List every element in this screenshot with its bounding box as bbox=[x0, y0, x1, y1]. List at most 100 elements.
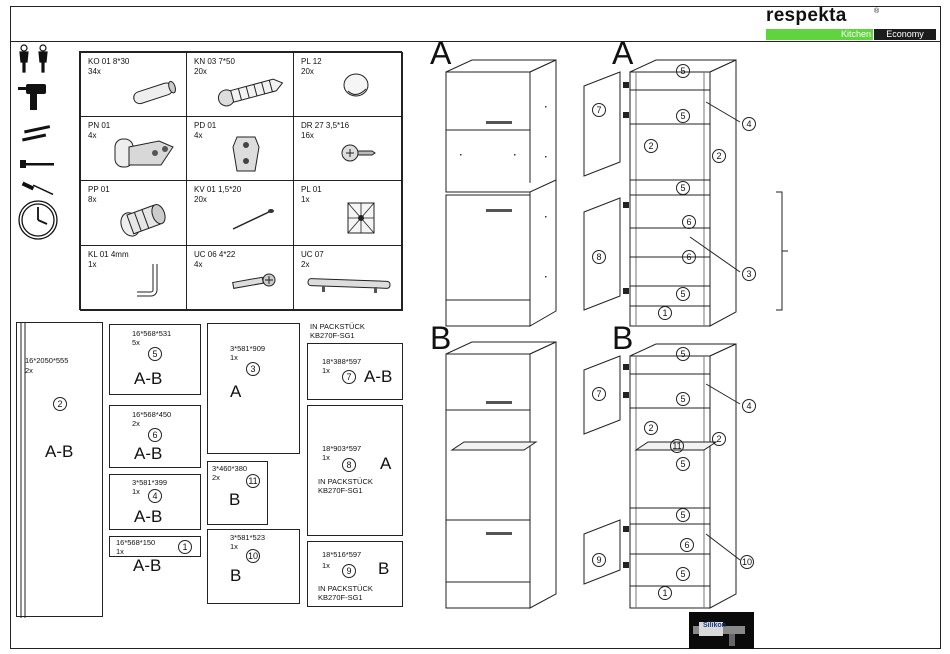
panel-qty: 1x bbox=[322, 366, 330, 375]
worker-icon bbox=[19, 44, 48, 73]
variant-b-exploded-label: B bbox=[612, 320, 634, 356]
panel-number: 6 bbox=[148, 428, 162, 442]
diagram-b-num: 5 bbox=[676, 457, 690, 471]
hardware-qty: 34x bbox=[88, 67, 101, 76]
brand-reg-mark: ® bbox=[874, 8, 880, 15]
diagram-a-num: 6 bbox=[682, 215, 696, 229]
hardware-code: KO 01 8*30 bbox=[88, 57, 130, 66]
hardware-code: PN 01 bbox=[88, 121, 111, 130]
panel-9-pack-line-2: KB270F-SG1 bbox=[318, 593, 363, 602]
wall-bracket-icon bbox=[347, 202, 375, 234]
panel-variant-label: A-B bbox=[134, 507, 163, 526]
panel-qty: 1x bbox=[230, 353, 238, 362]
hammer-icon bbox=[20, 160, 54, 168]
panel-number: 10 bbox=[246, 549, 260, 563]
diagram-b-num: 5 bbox=[676, 392, 690, 406]
panel-number: 1 bbox=[178, 540, 192, 554]
hinge-plate-icon bbox=[232, 136, 260, 172]
panel-4: 3*581*399 1x 4 A-B bbox=[109, 474, 201, 530]
panel-2: 16*2050*555 2x 2 A-B bbox=[16, 322, 103, 618]
panel-variant-label: A-B bbox=[134, 444, 163, 463]
hardware-cell: PN 01 4x bbox=[80, 116, 187, 181]
panel-2-edge bbox=[20, 323, 26, 618]
screwdriver-icon bbox=[21, 181, 54, 196]
hardware-qty: 20x bbox=[301, 67, 314, 76]
hardware-code: UC 06 4*22 bbox=[194, 250, 236, 259]
hardware-cell: KV 01 1,5*20 20x bbox=[186, 180, 294, 246]
panel-dimensions: 3*460*380 bbox=[212, 464, 248, 473]
panel-number: 3 bbox=[246, 362, 260, 376]
panel-variant-label: A bbox=[380, 454, 392, 473]
hardware-code: PD 01 bbox=[194, 121, 217, 130]
panel-1: 16*568*150 1x 1 bbox=[109, 536, 201, 557]
hardware-cell: KO 01 8*30 34x bbox=[80, 52, 187, 117]
hardware-qty: 4x bbox=[194, 260, 203, 269]
panel-dimensions: 3*581*909 bbox=[230, 344, 266, 353]
panel-10: 3*581*523 1x 10 B bbox=[207, 529, 300, 604]
panel-9: 18*516*597 1x 9 B IN PACKSTÜCK KB270F-SG… bbox=[307, 541, 403, 607]
diagram-b-num: 10 bbox=[740, 555, 754, 569]
tools-column bbox=[18, 44, 58, 240]
hardware-qty: 2x bbox=[301, 260, 310, 269]
panel-number: 8 bbox=[342, 458, 356, 472]
hardware-qty: 20x bbox=[194, 67, 207, 76]
hardware-qty: 1x bbox=[301, 195, 310, 204]
panel-qty: 1x bbox=[132, 487, 140, 496]
panel-variant-label: B bbox=[378, 559, 390, 578]
hinge-icon bbox=[114, 138, 174, 168]
hardware-code: KL 01 4mm bbox=[88, 250, 129, 259]
hardware-code: PL 12 bbox=[301, 57, 322, 66]
diagram-a-num: 4 bbox=[742, 117, 756, 131]
page-frame bbox=[10, 6, 941, 649]
diagram-a-num: 1 bbox=[658, 306, 672, 320]
clock-icon bbox=[18, 200, 58, 240]
diagram-b-num: 4 bbox=[742, 399, 756, 413]
panel-7: 18*388*597 1x 7 A-B bbox=[307, 343, 403, 400]
dowel-icon bbox=[133, 80, 176, 105]
variant-b-label: B bbox=[430, 320, 452, 356]
silicone-label: Silikon bbox=[703, 622, 726, 629]
panel-dimensions: 3*581*399 bbox=[132, 478, 168, 487]
panel-number: 5 bbox=[148, 347, 162, 361]
handle-icon bbox=[307, 278, 391, 293]
handle-screw-icon bbox=[232, 273, 276, 289]
allen-key-icon bbox=[137, 264, 158, 297]
panel-dimensions: 3*581*523 bbox=[230, 533, 266, 542]
panel-dimensions: 18*903*597 bbox=[322, 444, 362, 453]
panel-qty: 5x bbox=[132, 338, 140, 347]
panel-qty: 2x bbox=[212, 473, 220, 482]
diagram-a-num: 5 bbox=[676, 287, 690, 301]
hardware-qty: 16x bbox=[301, 131, 314, 140]
panel-variant-label: A bbox=[230, 382, 242, 401]
hardware-qty: 20x bbox=[194, 195, 207, 204]
adjustable-foot-icon bbox=[120, 204, 166, 237]
diagram-b-num: 7 bbox=[592, 387, 606, 401]
panel-dimensions: 16*568*450 bbox=[132, 410, 172, 419]
panel-number: 11 bbox=[246, 474, 260, 488]
variant-a-exploded-label: A bbox=[612, 35, 634, 71]
diagram-b-num: 5 bbox=[676, 508, 690, 522]
hardware-cell: KL 01 4mm 1x bbox=[80, 245, 187, 311]
panel-dimensions: 16*568*150 bbox=[116, 538, 156, 547]
panel-variant-label: B bbox=[229, 490, 241, 509]
hardware-qty: 1x bbox=[88, 260, 97, 269]
diagram-b-num: 11 bbox=[670, 439, 684, 453]
panel-qty: 1x bbox=[230, 542, 238, 551]
panel-qty: 1x bbox=[322, 561, 330, 570]
panel-variant-label: A-B bbox=[134, 369, 163, 388]
hardware-cell: PP 01 8x bbox=[80, 180, 187, 246]
hardware-code: DR 27 3,5*16 bbox=[301, 121, 350, 130]
brand-kitchen-bar: Kitchen bbox=[766, 29, 873, 40]
pack-note-line-2: KB270F-SG1 bbox=[310, 331, 355, 340]
diagram-b-num: 6 bbox=[680, 538, 694, 552]
panel-variant-label: A-B bbox=[364, 367, 393, 386]
panel-qty: 2x bbox=[132, 419, 140, 428]
screw-icon bbox=[341, 144, 376, 162]
diagram-a-num: 6 bbox=[682, 250, 696, 264]
silicone-gun-icon bbox=[693, 622, 745, 646]
drill-bits-icon bbox=[22, 125, 51, 142]
diagram-b-num: 1 bbox=[658, 586, 672, 600]
panel-dimensions: 18*388*597 bbox=[322, 357, 362, 366]
panel-number: 9 bbox=[342, 564, 356, 578]
diagram-a-num: 2 bbox=[644, 139, 658, 153]
